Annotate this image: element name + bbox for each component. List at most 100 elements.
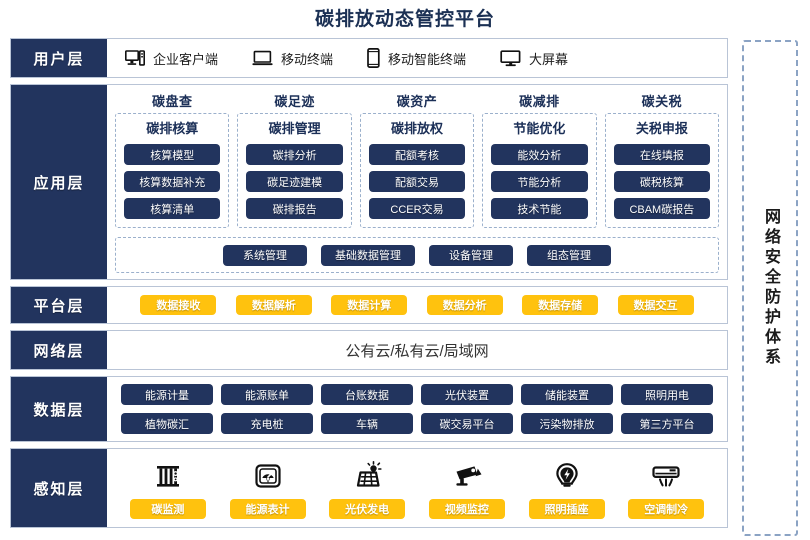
- platform-chip-data-receive[interactable]: 数据接收: [140, 295, 217, 315]
- app-column-box: 关税申报 在线填报 碳税核算 CBAM碳报告: [604, 113, 720, 228]
- management-chip-basic-data[interactable]: 基础数据管理: [321, 244, 415, 266]
- platform-chip-data-analyze[interactable]: 数据分析: [426, 295, 503, 315]
- app-column-title: 碳资产: [396, 94, 438, 109]
- app-column-subtitle: 关税申报: [635, 121, 688, 136]
- sensing-device-video-surveillance[interactable]: 视频监控: [420, 456, 514, 519]
- user-terminal-enterprise-client[interactable]: 企业客户端: [125, 49, 218, 68]
- security-band: 网络安全防护体系: [742, 40, 798, 536]
- app-module-chip[interactable]: 核算模型: [124, 144, 221, 165]
- sensing-device-label: 光伏发电: [329, 499, 406, 519]
- data-chip-carbon-trading-platform[interactable]: 碳交易平台: [421, 413, 513, 434]
- data-source-grid: 能源计量 能源账单 台账数据 光伏装置 储能装置 照明用电 植物碳汇 充电桩 车…: [107, 377, 727, 441]
- desktop-tower-icon: [125, 49, 145, 67]
- data-chip-energy-bill[interactable]: 能源账单: [221, 384, 313, 405]
- app-module-chip[interactable]: 技术节能: [491, 198, 588, 219]
- app-column-subtitle: 碳排管理: [268, 121, 321, 136]
- laptop-icon: [252, 50, 273, 67]
- cctv-camera-icon: [450, 456, 484, 496]
- sensing-device-energy-meter[interactable]: V 能源表计: [221, 456, 315, 519]
- data-chip-pollutant-emission[interactable]: 污染物排放: [521, 413, 613, 434]
- app-module-chip[interactable]: CBAM碳报告: [613, 198, 711, 219]
- layer-label-sensing: 感知层: [11, 449, 107, 527]
- data-chip-pv-device[interactable]: 光伏装置: [421, 384, 513, 405]
- layer-body-data: 能源计量 能源账单 台账数据 光伏装置 储能装置 照明用电 植物碳汇 充电桩 车…: [107, 377, 727, 441]
- platform-chip-data-parse[interactable]: 数据解析: [235, 295, 312, 315]
- platform-chip-data-storage[interactable]: 数据存储: [522, 295, 599, 315]
- sensing-device-label: 照明插座: [528, 499, 605, 519]
- app-module-chip[interactable]: 节能分析: [491, 171, 588, 192]
- layer-body-network: 公有云/私有云/局域网: [107, 331, 727, 369]
- data-chip-plant-carbon-sink[interactable]: 植物碳汇: [121, 413, 213, 434]
- data-chip-energy-metering[interactable]: 能源计量: [121, 384, 213, 405]
- data-chip-storage-device[interactable]: 储能装置: [521, 384, 613, 405]
- app-module-chip[interactable]: 能效分析: [491, 144, 588, 165]
- user-terminal-label: 企业客户端: [153, 51, 219, 67]
- monitor-icon: [500, 49, 521, 67]
- user-terminal-label: 移动智能终端: [388, 51, 467, 67]
- management-chip-device[interactable]: 设备管理: [429, 244, 513, 266]
- platform-chip-data-compute[interactable]: 数据计算: [331, 295, 408, 315]
- user-terminal-list: 企业客户端 移动终端: [107, 39, 727, 77]
- app-module-chip[interactable]: 在线填报: [613, 144, 711, 165]
- user-terminal-smart-mobile[interactable]: 移动智能终端: [367, 48, 466, 68]
- data-source-row: 能源计量 能源账单 台账数据 光伏装置 储能装置 照明用电: [121, 384, 713, 405]
- platform-chip-data-exchange[interactable]: 数据交互: [617, 295, 694, 315]
- management-chip-configuration[interactable]: 组态管理: [527, 244, 611, 266]
- app-column-title: 碳盘查: [151, 94, 193, 109]
- svg-text:V: V: [265, 477, 270, 484]
- data-chip-ledger-data[interactable]: 台账数据: [321, 384, 413, 405]
- layer-body-user: 企业客户端 移动终端: [107, 39, 727, 77]
- data-chip-third-party-platform[interactable]: 第三方平台: [621, 413, 713, 434]
- layer-stack: 用户层: [10, 38, 728, 528]
- layer-row-network: 网络层 公有云/私有云/局域网: [10, 330, 728, 370]
- layer-row-sensing: 感知层: [10, 448, 728, 528]
- platform-capability-list: 数据接收 数据解析 数据计算 数据分析 数据存储 数据交互: [107, 287, 727, 323]
- app-column-box: 节能优化 能效分析 节能分析 技术节能: [482, 113, 597, 228]
- app-module-chip[interactable]: 碳足迹建模: [246, 171, 343, 192]
- app-column-carbon-asset: 碳资产 碳排放权 配额考核 配额交易 CCER交易: [359, 91, 475, 228]
- app-column-carbon-footprint: 碳足迹 碳排管理 碳排分析 碳足迹建模 碳排报告: [237, 91, 352, 228]
- sensing-device-label: 空调制冷: [628, 499, 705, 519]
- app-column-box: 碳排放权 配额考核 配额交易 CCER交易: [359, 113, 475, 228]
- application-management-bar: 系统管理 基础数据管理 设备管理 组态管理: [115, 237, 719, 273]
- app-column-carbon-tariff: 碳关税 关税申报 在线填报 碳税核算 CBAM碳报告: [604, 91, 720, 228]
- user-terminal-mobile[interactable]: 移动终端: [252, 49, 333, 68]
- sensing-device-lighting-socket[interactable]: 照明插座: [520, 456, 614, 519]
- app-module-chip[interactable]: 碳税核算: [613, 171, 711, 192]
- layer-body-application: 碳盘查 碳排核算 核算模型 核算数据补充 核算清单 碳足迹 碳排管理: [107, 85, 727, 279]
- app-column-carbon-reduction: 碳减排 节能优化 能效分析 节能分析 技术节能: [482, 91, 597, 228]
- sensing-device-carbon-monitor[interactable]: 碳监测: [121, 456, 215, 519]
- app-module-chip[interactable]: 碳排分析: [246, 144, 343, 165]
- sensing-device-pv-generation[interactable]: 光伏发电: [320, 456, 414, 519]
- app-column-subtitle: 碳排放权: [391, 121, 444, 136]
- network-description: 公有云/私有云/局域网: [345, 342, 489, 360]
- application-column-list: 碳盘查 碳排核算 核算模型 核算数据补充 核算清单 碳足迹 碳排管理: [115, 91, 720, 228]
- app-column-title: 碳关税: [641, 94, 683, 109]
- app-column-title: 碳减排: [519, 94, 560, 109]
- layer-row-user: 用户层: [10, 38, 728, 78]
- app-module-chip[interactable]: 配额考核: [368, 144, 466, 165]
- user-terminal-large-screen[interactable]: 大屏幕: [500, 49, 568, 68]
- app-column-box: 碳排管理 碳排分析 碳足迹建模 碳排报告: [237, 113, 352, 228]
- data-chip-charging-pile[interactable]: 充电桩: [221, 413, 313, 434]
- app-column-box: 碳排核算 核算模型 核算数据补充 核算清单: [115, 113, 230, 228]
- app-module-chip[interactable]: 核算清单: [124, 198, 221, 219]
- data-chip-lighting-power[interactable]: 照明用电: [621, 384, 713, 405]
- layer-body-platform: 数据接收 数据解析 数据计算 数据分析 数据存储 数据交互: [107, 287, 727, 323]
- layer-label-user: 用户层: [11, 39, 107, 77]
- carbon-monitor-icon: [151, 456, 185, 496]
- management-chip-system[interactable]: 系统管理: [223, 244, 307, 266]
- data-chip-vehicle[interactable]: 车辆: [321, 413, 413, 434]
- air-conditioner-icon: [649, 456, 683, 496]
- app-module-chip[interactable]: 核算数据补充: [124, 171, 221, 192]
- app-column-title: 碳足迹: [274, 94, 315, 109]
- layer-row-application: 应用层 碳盘查 碳排核算 核算模型 核算数据补充 核算清单: [10, 84, 728, 280]
- layer-label-platform: 平台层: [11, 287, 107, 323]
- user-terminal-label: 大屏幕: [529, 51, 569, 67]
- app-module-chip[interactable]: CCER交易: [368, 198, 466, 219]
- app-module-chip[interactable]: 碳排报告: [246, 198, 343, 219]
- sensing-device-air-conditioning[interactable]: 空调制冷: [619, 456, 713, 519]
- app-module-chip[interactable]: 配额交易: [368, 171, 466, 192]
- user-terminal-label: 移动终端: [281, 51, 334, 67]
